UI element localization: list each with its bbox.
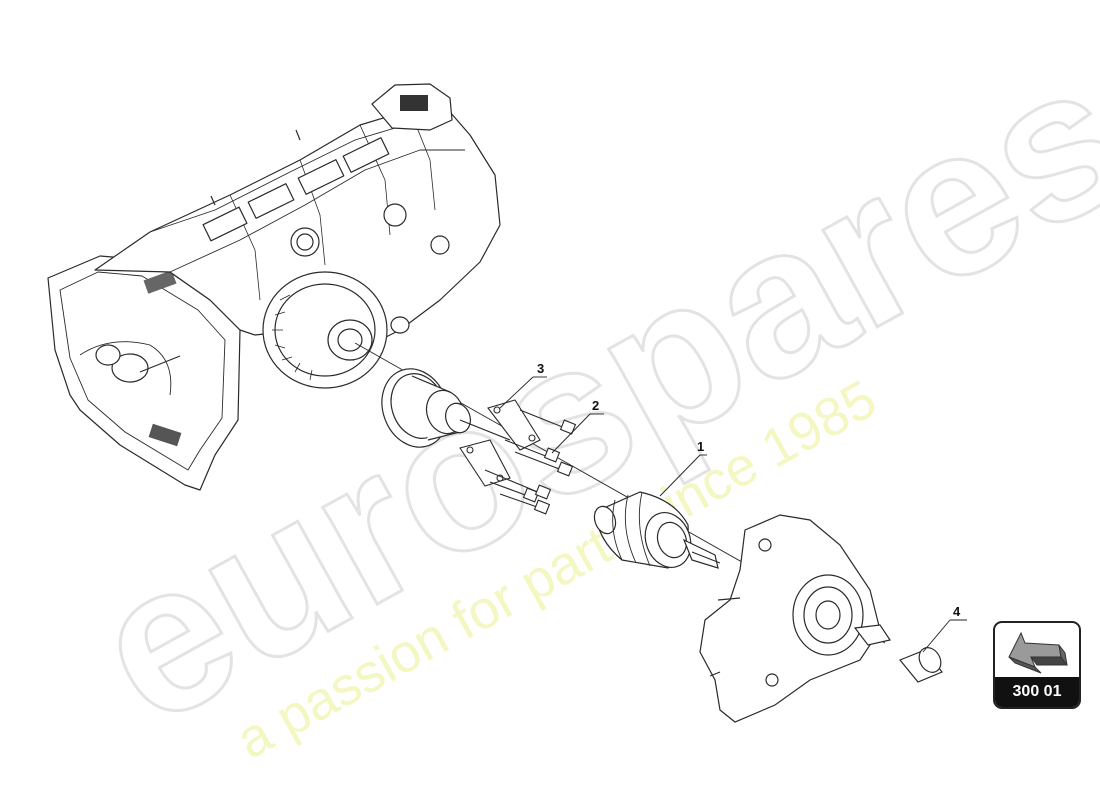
callout-3[interactable]: 3 [499,361,547,409]
callout-2-label: 2 [592,398,599,413]
callout-4[interactable]: 4 [922,604,967,653]
inner-cv-joint[interactable] [371,359,511,456]
arrow-pointer-icon [1008,631,1068,674]
callout-2[interactable]: 2 [551,398,604,454]
bolt-set[interactable] [484,409,577,515]
washer-plates[interactable] [459,399,541,487]
page-reference-code: 300 01 [995,677,1079,707]
callout-1[interactable]: 1 [659,439,707,497]
wheel-hub-carrier[interactable] [699,514,891,723]
callout-4-label: 4 [953,604,961,619]
gearbox-assembly[interactable] [47,83,501,491]
page-reference-badge[interactable]: 300 01 [993,621,1081,709]
callout-3-label: 3 [537,361,544,376]
callout-1-label: 1 [697,439,704,454]
drive-shaft-cv-joint[interactable] [591,491,721,574]
axle-nut[interactable] [899,644,945,683]
